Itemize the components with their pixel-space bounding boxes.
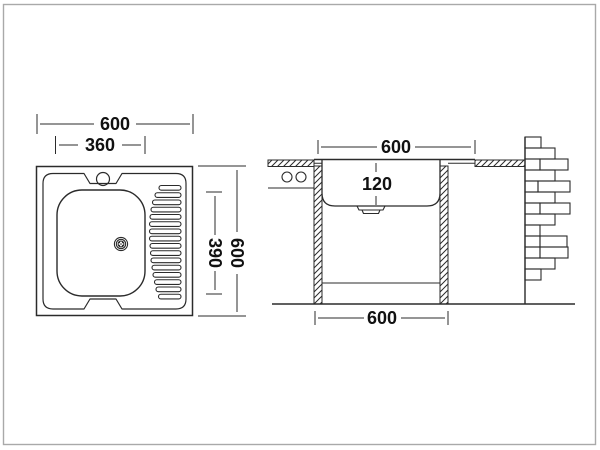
dim-top-overall-width bbox=[36, 114, 194, 134]
shape bbox=[524, 158, 541, 171]
dim-label-top-overall-depth: 600 bbox=[227, 238, 247, 268]
shape bbox=[148, 221, 182, 227]
shape bbox=[150, 206, 182, 213]
shape bbox=[537, 180, 571, 193]
shape bbox=[154, 192, 182, 198]
shape bbox=[158, 184, 182, 191]
dim-label-section-bowl-depth: 120 bbox=[362, 174, 392, 194]
image-frame bbox=[2, 3, 597, 446]
dim-label-section-top-width: 600 bbox=[381, 137, 411, 157]
faucet-hole-icon bbox=[95, 171, 111, 187]
drain-icon bbox=[113, 236, 129, 252]
dim-top-overall-depth bbox=[198, 165, 246, 317]
top-view: 600 360 bbox=[35, 114, 247, 317]
dim-top-bowl-length bbox=[206, 191, 222, 295]
shape bbox=[151, 264, 182, 271]
shape bbox=[149, 213, 182, 220]
faucet-handles-icon bbox=[268, 171, 314, 189]
shape bbox=[524, 180, 539, 193]
shape bbox=[524, 257, 556, 270]
shape bbox=[152, 271, 182, 278]
shape bbox=[151, 199, 182, 206]
drainboard-ribs bbox=[148, 184, 182, 300]
shape bbox=[539, 246, 569, 259]
shape bbox=[539, 158, 569, 171]
sink-inner-rim bbox=[42, 172, 187, 310]
sink-outer-edge bbox=[35, 165, 194, 317]
shape bbox=[155, 286, 182, 293]
countertop-right bbox=[474, 159, 526, 167]
shape bbox=[524, 136, 542, 149]
shape bbox=[149, 250, 182, 256]
shape bbox=[524, 246, 541, 259]
dim-label-top-bowl-width: 360 bbox=[85, 135, 115, 155]
dim-top-bowl-width bbox=[55, 136, 146, 154]
section-view: 600 120 bbox=[267, 136, 575, 328]
shape bbox=[150, 257, 182, 264]
dim-section-cabinet-width bbox=[314, 311, 449, 325]
drain-fitting-icon bbox=[356, 205, 386, 215]
shape bbox=[524, 235, 541, 248]
shape bbox=[524, 147, 556, 160]
bowl-section-outline bbox=[321, 160, 441, 207]
dim-section-top-width bbox=[317, 140, 476, 154]
shape bbox=[524, 213, 556, 226]
shape bbox=[524, 268, 542, 281]
brick-wall bbox=[524, 136, 571, 281]
shape bbox=[524, 202, 541, 215]
shape bbox=[524, 191, 556, 204]
dim-label-top-bowl-length: 390 bbox=[205, 238, 225, 268]
cabinet-right-post bbox=[439, 165, 449, 305]
shape bbox=[539, 202, 571, 215]
shape bbox=[524, 224, 541, 237]
shape bbox=[148, 228, 182, 235]
dim-label-section-cabinet-width: 600 bbox=[367, 308, 397, 328]
cabinet-left-post bbox=[313, 165, 323, 305]
shape bbox=[539, 235, 568, 248]
shape bbox=[149, 242, 182, 249]
countertop-left bbox=[267, 159, 315, 167]
shape bbox=[148, 235, 182, 242]
bowl-outline bbox=[56, 189, 146, 297]
shape bbox=[157, 293, 182, 300]
shape bbox=[153, 279, 182, 285]
dim-label-top-overall-width: 600 bbox=[100, 114, 130, 134]
shape bbox=[524, 169, 556, 182]
